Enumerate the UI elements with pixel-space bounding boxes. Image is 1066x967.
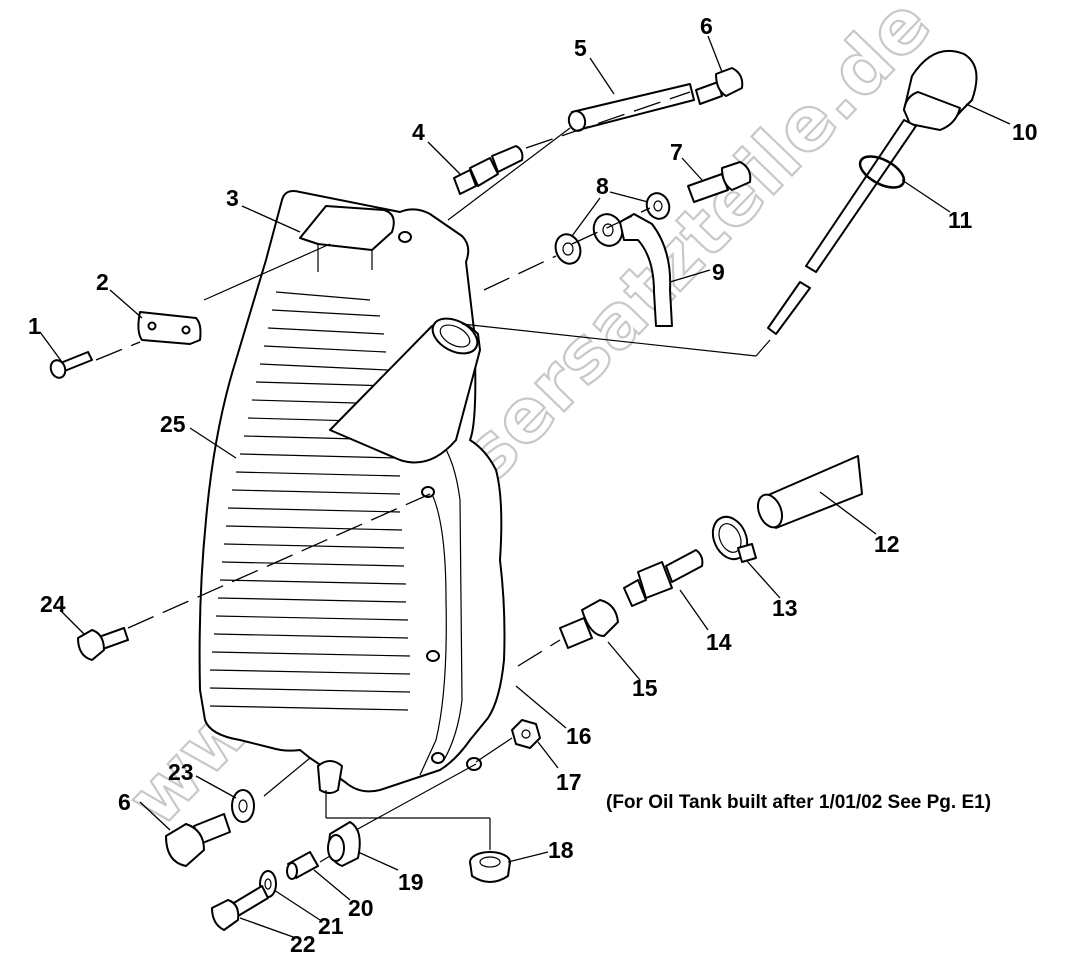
oil-tank	[198, 190, 506, 794]
callout-18: 18	[548, 837, 574, 863]
screw-1	[49, 351, 93, 379]
callout-15: 15	[632, 675, 658, 701]
callout-7: 7	[670, 139, 683, 165]
callout-22: 22	[290, 931, 316, 957]
bolt-7	[687, 161, 752, 203]
callout-3: 3	[226, 185, 239, 211]
reference-note: (For Oil Tank built after 1/01/02 See Pg…	[606, 792, 991, 813]
callout-12: 12	[874, 531, 900, 557]
hose-12	[756, 455, 863, 529]
callout-21: 21	[318, 913, 344, 939]
callout-2: 2	[96, 269, 109, 295]
callout-19: 19	[398, 869, 424, 895]
fitting-14	[623, 549, 704, 607]
plate-2	[137, 311, 202, 345]
grommet-18	[469, 851, 511, 883]
banjo-line-9	[592, 213, 673, 327]
bolt-24	[77, 627, 129, 661]
bolt-22	[211, 885, 269, 931]
o-ring-11	[858, 155, 906, 189]
leader-lines	[39, 35, 1011, 939]
callout-13: 13	[772, 595, 798, 621]
tube-5	[567, 83, 695, 132]
callout-20: 20	[348, 895, 374, 921]
valve-15	[559, 599, 619, 649]
callout-25: 25	[160, 411, 186, 437]
clamp-13	[711, 515, 757, 563]
callout-4: 4	[412, 119, 425, 145]
bolt-6-drain	[165, 813, 231, 867]
bushing-19	[327, 821, 361, 867]
callout-9: 9	[712, 259, 725, 285]
callout-11: 11	[948, 207, 973, 233]
callout-1: 1	[28, 313, 41, 339]
callout-16: 16	[566, 723, 592, 749]
callout-10: 10	[1012, 119, 1038, 145]
callout-5: 5	[574, 35, 587, 61]
nut-17	[511, 719, 541, 749]
washers-8	[554, 192, 671, 265]
washer-23	[231, 789, 255, 823]
callout-23: 23	[168, 759, 194, 785]
callout-labels: 1 2 3 4 5 6 7 8 9 10 11 12 13 14 15 16 1…	[28, 13, 1038, 957]
callout-17: 17	[556, 769, 582, 795]
callout-6-top: 6	[700, 13, 713, 39]
fitting-4	[453, 145, 524, 195]
callout-8: 8	[596, 173, 609, 199]
bolt-6-top	[695, 67, 744, 105]
callout-6-drain: 6	[118, 789, 131, 815]
tank-ribs	[209, 291, 411, 711]
callout-24: 24	[40, 591, 66, 617]
callout-14: 14	[706, 629, 732, 655]
spacer-20	[286, 851, 319, 880]
dipstick-10	[767, 49, 978, 335]
assembly-lines	[95, 91, 771, 863]
